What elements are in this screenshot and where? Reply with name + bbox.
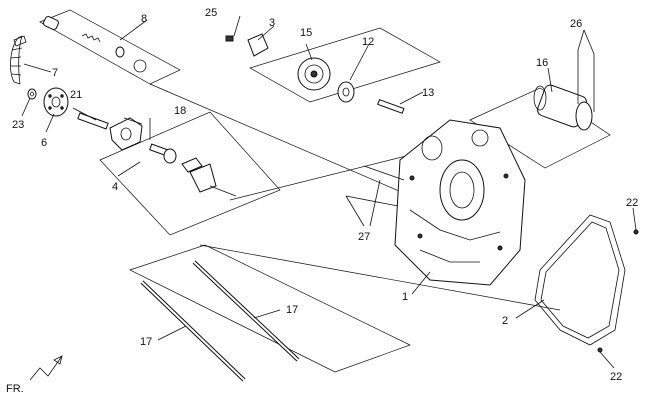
callout-2: 2 bbox=[502, 315, 508, 327]
panel-part-12 bbox=[249, 27, 441, 103]
rods bbox=[140, 260, 300, 382]
tensioner-parts bbox=[43, 15, 147, 73]
crankcase bbox=[345, 119, 526, 286]
callout-27: 27 bbox=[358, 231, 370, 243]
callout-3: 3 bbox=[269, 17, 275, 29]
callout-21: 21 bbox=[70, 89, 82, 101]
panel-guide-mid bbox=[229, 149, 431, 201]
panel-part-16 bbox=[469, 87, 611, 169]
callout-22-top: 22 bbox=[626, 197, 638, 209]
callout-18: 18 bbox=[174, 105, 186, 117]
callout-23: 23 bbox=[12, 119, 24, 131]
callout-1: 1 bbox=[402, 291, 408, 303]
sprocket bbox=[43, 87, 69, 117]
callout-12: 12 bbox=[362, 36, 374, 48]
front-direction-arrow-icon bbox=[29, 355, 63, 381]
starter-motor bbox=[533, 50, 595, 131]
callout-16: 16 bbox=[536, 57, 548, 69]
callout-4: 4 bbox=[112, 181, 118, 193]
washer bbox=[27, 88, 37, 100]
gear-parts bbox=[225, 33, 405, 114]
callout-17-right: 17 bbox=[286, 304, 298, 316]
panel-part-17 bbox=[129, 244, 411, 373]
callout-25: 25 bbox=[205, 7, 217, 19]
chain bbox=[10, 35, 27, 85]
oil-pump-parts bbox=[77, 112, 237, 197]
callout-8: 8 bbox=[141, 13, 147, 25]
callout-labels: 1 2 3 4 6 7 8 12 13 15 16 17 17 18 21 22… bbox=[6, 7, 638, 395]
callout-6: 6 bbox=[41, 137, 47, 149]
callout-26: 26 bbox=[570, 18, 582, 30]
callout-22-bottom: 22 bbox=[610, 371, 622, 383]
panel-guide-upper bbox=[149, 83, 421, 201]
callout-15: 15 bbox=[300, 27, 312, 39]
panel-guide-lower bbox=[199, 244, 561, 311]
fr-label: FR. bbox=[6, 383, 24, 395]
leader-lines bbox=[21, 15, 637, 369]
gasket bbox=[534, 214, 639, 353]
callout-13: 13 bbox=[422, 87, 434, 99]
callout-17-left: 17 bbox=[140, 336, 152, 348]
panel-part-4 bbox=[99, 111, 281, 236]
panel-part-8 bbox=[39, 9, 181, 85]
grouping-panels bbox=[39, 9, 611, 373]
callout-7: 7 bbox=[52, 67, 58, 79]
